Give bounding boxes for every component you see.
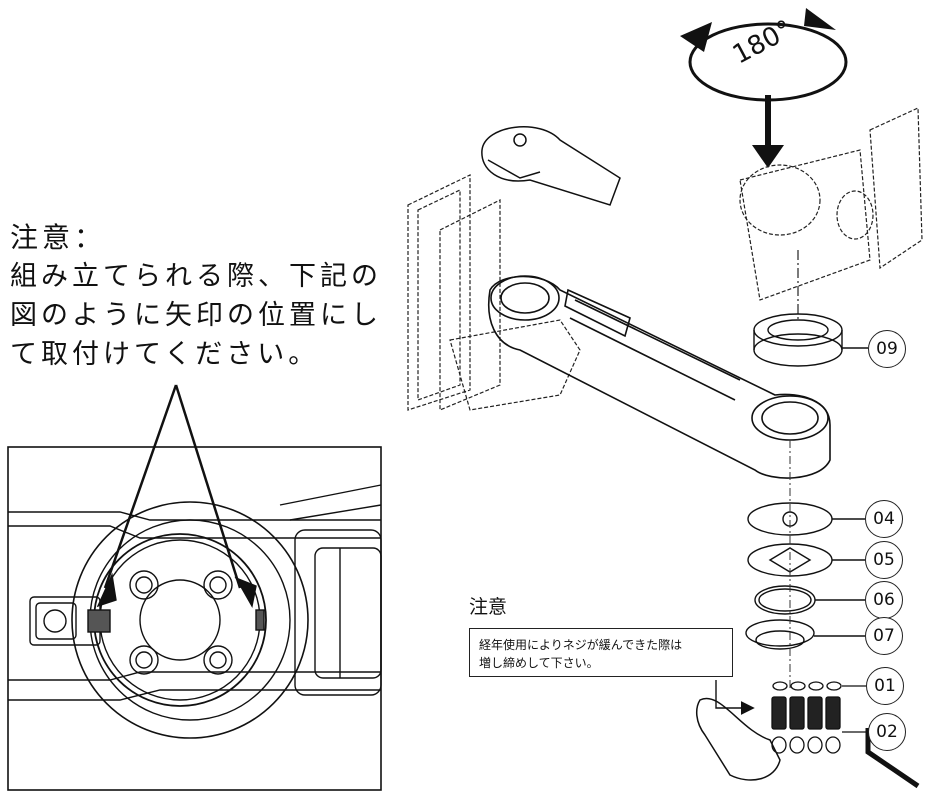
note-line-3: て取付けてください。 [10, 339, 320, 370]
callout-07: 07 [865, 617, 903, 655]
main-arm [488, 275, 831, 479]
part-09-bearing [753, 313, 868, 367]
caution-line-1: 経年使用によりネジが緩んできた際は [479, 638, 683, 652]
note-title: 注意： [10, 221, 107, 254]
callout-04: 04 [865, 500, 903, 538]
callout-06: 06 [865, 581, 903, 619]
note-line-1: 組み立てられる際、下記の [10, 261, 382, 292]
callout-09: 09 [868, 330, 906, 368]
bottom-cover [695, 697, 781, 781]
caution-title: 注意 [469, 596, 508, 618]
part-01-washers [772, 681, 866, 691]
part-04-plate [747, 502, 865, 536]
callout-02: 02 [868, 713, 906, 751]
part-05-plate [747, 543, 865, 577]
caution-box: 経年使用によりネジが緩んできた際は 増し締めして下さい。 [469, 628, 733, 677]
note-line-2: 図のように矢印の位置にし [10, 300, 382, 331]
callout-01: 01 [866, 667, 904, 705]
detail-screw [129, 570, 233, 675]
part-07-collar [745, 619, 865, 650]
part-02-screws [771, 696, 868, 754]
wall-mount [407, 174, 581, 411]
monitor-mount [739, 107, 923, 320]
arm-cover [481, 126, 621, 206]
callout-05: 05 [865, 541, 903, 579]
detail-view [7, 384, 382, 791]
rotation-indicator [680, 8, 848, 168]
caution-pointer-arrow [715, 680, 755, 715]
part-06-ring [754, 585, 865, 615]
caution-line-2: 増し締めして下さい。 [479, 656, 599, 670]
